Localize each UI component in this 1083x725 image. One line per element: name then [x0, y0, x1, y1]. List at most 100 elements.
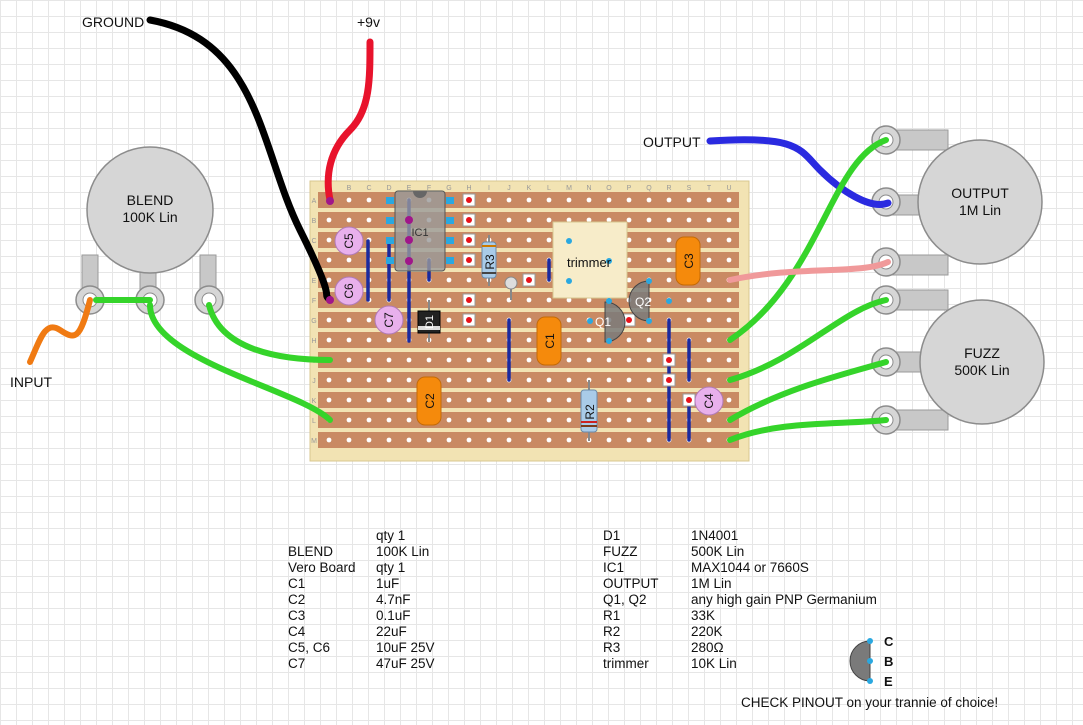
strip-hole	[386, 337, 392, 343]
strip-hole	[626, 397, 632, 403]
ic1[interactable]	[386, 190, 454, 272]
ground-wire	[146, 16, 334, 304]
output-pot-wire	[727, 137, 889, 343]
bom-value: any high gain PNP Germanium	[691, 592, 877, 607]
bom-part: Vero Board	[288, 560, 356, 575]
d1[interactable]	[417, 300, 441, 342]
c6-label: C6	[342, 283, 356, 299]
c6[interactable]	[334, 276, 364, 306]
strip-hole	[526, 237, 532, 243]
blend-pot-value: 100K Lin	[122, 209, 177, 225]
bom-part: D1	[603, 528, 621, 543]
strip-hole	[666, 217, 672, 223]
vplus-wire	[324, 38, 374, 204]
output-pot[interactable]	[871, 125, 1043, 277]
strip-hole	[606, 437, 612, 443]
pin-b-label: B	[884, 654, 894, 669]
blend-pot[interactable]	[75, 146, 224, 315]
bom-row: qty 1	[288, 528, 435, 544]
strip-hole	[366, 377, 372, 383]
strip-hole	[346, 417, 352, 423]
row-letter: K	[312, 398, 317, 405]
strip-hole	[646, 357, 652, 363]
strip-hole	[366, 317, 372, 323]
strip-hole	[546, 217, 552, 223]
strip-hole	[706, 357, 712, 363]
column-letter: T	[707, 185, 712, 192]
strip-hole	[326, 377, 332, 383]
q1[interactable]	[587, 298, 626, 344]
trimmer-label: trimmer	[567, 255, 612, 270]
strip-hole	[326, 397, 332, 403]
c5[interactable]	[334, 226, 364, 256]
column-letter: O	[606, 185, 612, 192]
bom-value: 280Ω	[691, 640, 724, 655]
strip-hole	[346, 317, 352, 323]
bom-value: qty 1	[376, 528, 406, 543]
strip-hole	[326, 257, 332, 263]
bom-value: MAX1044 or 7660S	[691, 560, 809, 575]
row-letter: B	[312, 218, 317, 225]
strip-hole	[486, 297, 492, 303]
strip-hole	[626, 357, 632, 363]
strip-hole	[506, 257, 512, 263]
strip-hole	[346, 397, 352, 403]
strip-hole	[726, 297, 732, 303]
bom-part: FUZZ	[603, 544, 638, 559]
bom-part: R1	[603, 608, 621, 623]
strip-hole	[346, 217, 352, 223]
strip-hole	[706, 257, 712, 263]
strip-hole	[466, 377, 472, 383]
r2-label: R2	[583, 404, 597, 420]
c4[interactable]	[694, 386, 724, 416]
r2[interactable]	[580, 380, 598, 441]
q2[interactable]	[628, 278, 672, 324]
bom-part: R2	[603, 624, 621, 639]
r3-label: R3	[483, 254, 497, 270]
bom-part: C7	[288, 656, 306, 671]
row-letter: C	[311, 238, 316, 245]
c7[interactable]	[374, 305, 404, 335]
strip-hole	[446, 417, 452, 423]
input-label: INPUT	[10, 374, 52, 390]
c2-label: C2	[423, 393, 437, 409]
strip-hole	[466, 277, 472, 283]
strip-hole	[626, 417, 632, 423]
c1[interactable]	[536, 316, 562, 366]
strip-hole	[566, 437, 572, 443]
strip-hole	[386, 397, 392, 403]
column-letter: G	[446, 185, 451, 192]
input-wire	[27, 297, 93, 365]
r3[interactable]	[481, 235, 518, 300]
strip-hole	[366, 357, 372, 363]
c1-label: C1	[543, 333, 557, 349]
strip-hole	[366, 217, 372, 223]
strip-hole	[606, 417, 612, 423]
strip-hole	[586, 337, 592, 343]
c2[interactable]	[416, 376, 442, 426]
fuzz-pot[interactable]	[871, 285, 1045, 435]
c3[interactable]	[675, 236, 701, 286]
column-letter: S	[687, 185, 692, 192]
strip-hole	[666, 257, 672, 263]
strip-hole	[646, 217, 652, 223]
bom-value: qty 1	[376, 560, 406, 575]
strip-hole	[646, 197, 652, 203]
fuzz-pot-name: FUZZ	[964, 345, 1000, 361]
strip-hole	[486, 397, 492, 403]
row-letter: J	[312, 378, 316, 385]
strip-hole	[526, 317, 532, 323]
strip-hole	[466, 417, 472, 423]
strip-hole	[626, 257, 632, 263]
trimmer[interactable]	[552, 221, 628, 299]
ic1-label: IC1	[411, 227, 428, 239]
strip-hole	[626, 337, 632, 343]
strip-hole	[546, 197, 552, 203]
ground-label: GROUND	[82, 14, 145, 30]
